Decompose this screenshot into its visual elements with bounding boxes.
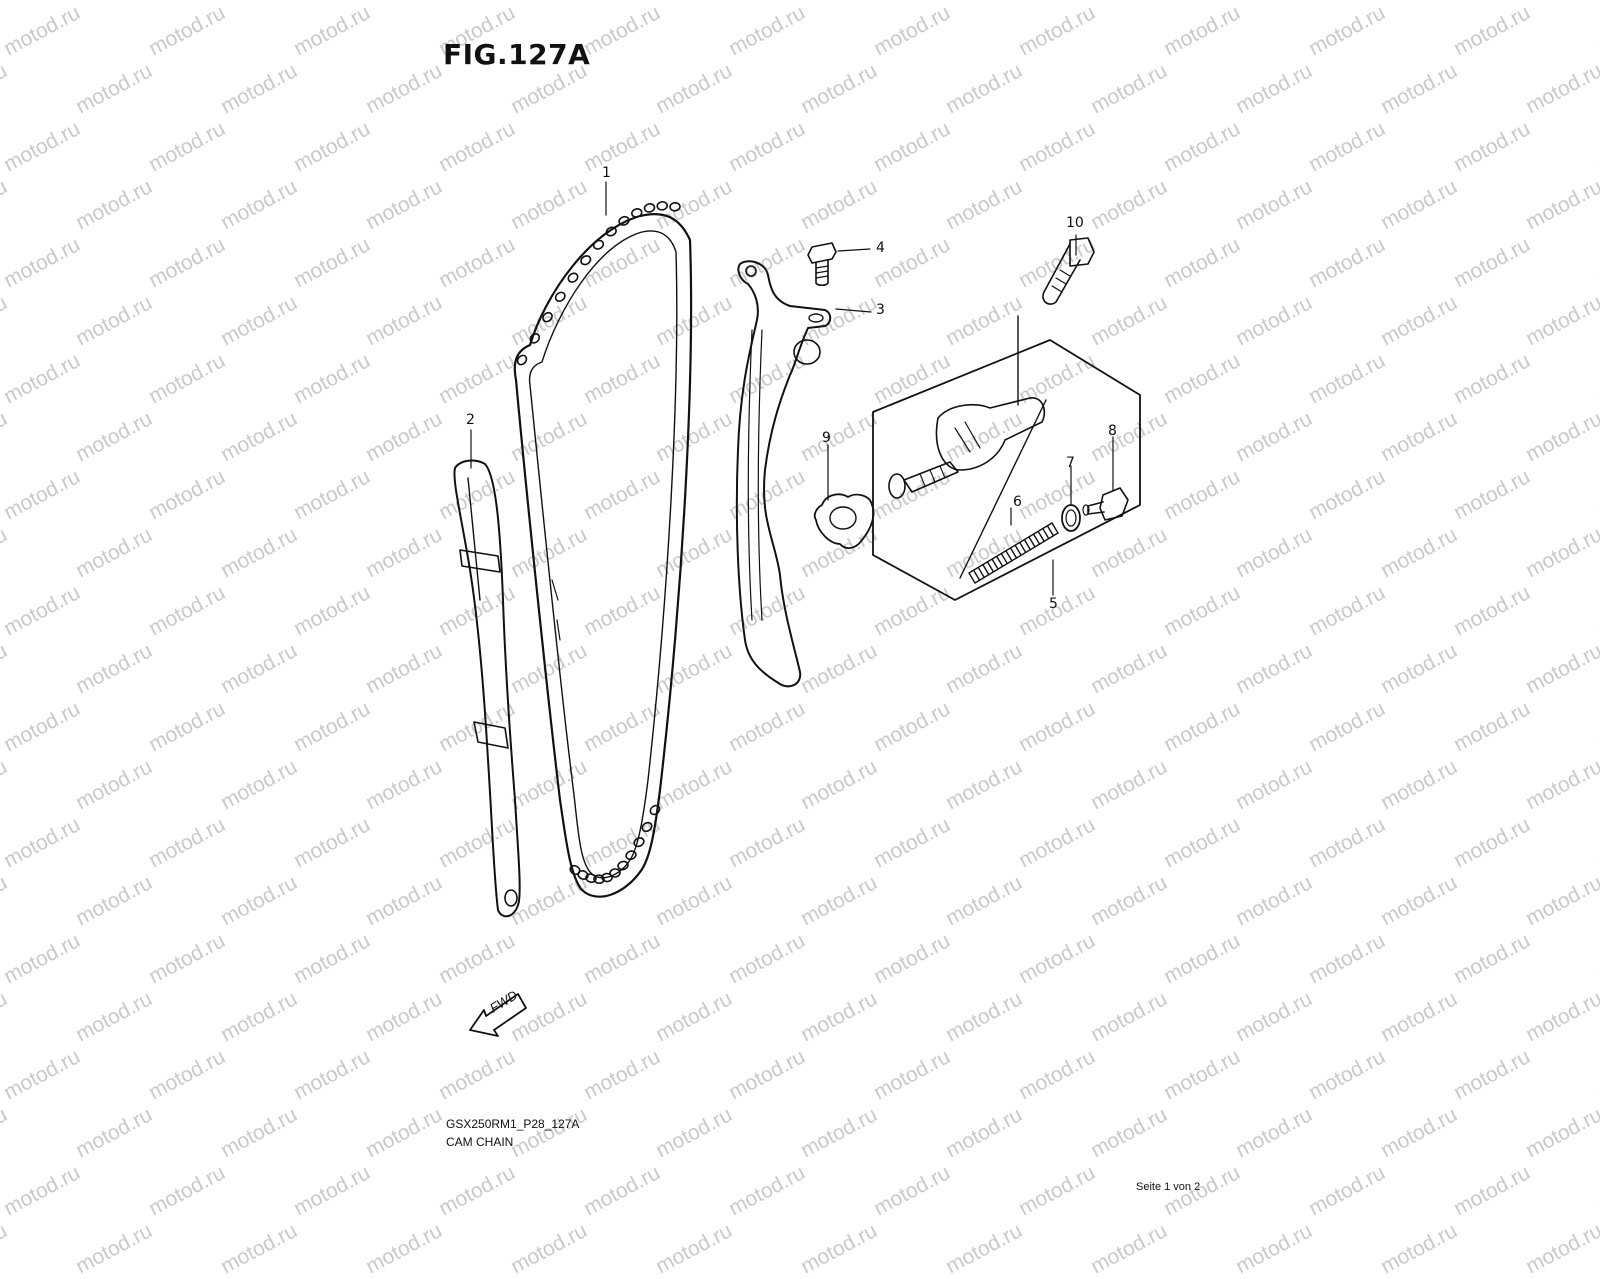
callout-9: 9 xyxy=(822,430,831,446)
chain-link xyxy=(656,201,669,211)
spring-outline xyxy=(968,522,1059,584)
chain-link xyxy=(542,311,553,323)
tensioner-blade xyxy=(735,260,832,688)
spring-coil xyxy=(991,558,999,570)
cam-chain xyxy=(513,201,693,898)
spring-coil xyxy=(972,569,981,581)
chain-link xyxy=(669,201,681,212)
spring-coil xyxy=(995,555,1004,568)
bolt xyxy=(807,242,837,287)
watermark-text: motod.ru xyxy=(652,1219,736,1279)
chain-link xyxy=(585,873,597,884)
gasket xyxy=(813,493,875,549)
callout-8: 8 xyxy=(1108,423,1117,439)
chain-link xyxy=(580,255,592,266)
spring xyxy=(968,522,1059,584)
tensioner-assembly xyxy=(872,339,1141,601)
spring-coil xyxy=(1032,533,1041,545)
callout-5: 5 xyxy=(1049,596,1058,612)
spring-coil xyxy=(977,566,985,579)
watermark-text: motod.ru xyxy=(1522,1219,1600,1279)
callout-10: 10 xyxy=(1066,215,1084,231)
callout-4: 4 xyxy=(876,240,885,256)
watermark-text: motod.ru xyxy=(1232,1219,1316,1279)
cam-chain-diagram xyxy=(453,181,1141,1037)
model-code: GSX250RM1_P28_127A xyxy=(446,1117,580,1131)
chain-link xyxy=(625,850,637,861)
chain-link xyxy=(601,872,613,883)
spring-coil xyxy=(986,561,995,573)
chain-link xyxy=(649,804,661,816)
chain-link xyxy=(617,860,629,871)
bolt-long xyxy=(1017,237,1095,406)
chain-link xyxy=(641,821,653,833)
spring-coil xyxy=(1005,550,1013,562)
callout-2: 2 xyxy=(466,412,475,428)
callout-7: 7 xyxy=(1066,455,1075,471)
chain-link xyxy=(554,291,566,303)
spring-coil xyxy=(1014,544,1022,556)
spring-coil xyxy=(1051,522,1059,534)
fwd-arrow-icon xyxy=(469,993,527,1037)
plug-bolt xyxy=(1082,487,1129,521)
chain-link xyxy=(529,333,541,344)
watermark-text: motod.ru xyxy=(0,1219,11,1279)
spring-coil xyxy=(1042,527,1050,540)
chain-link xyxy=(605,226,617,237)
figure-title: FIG.127A xyxy=(443,38,591,71)
callout-6: 6 xyxy=(1013,494,1022,510)
chain-guide xyxy=(453,459,521,918)
spring-coil xyxy=(1046,525,1055,537)
chain-link xyxy=(567,272,579,283)
o-ring xyxy=(1061,504,1081,532)
callout-3: 3 xyxy=(876,302,885,318)
section-name: CAM CHAIN xyxy=(446,1135,514,1149)
chain-link xyxy=(643,203,656,213)
watermark-text: motod.ru xyxy=(507,1219,591,1279)
spring-coil xyxy=(1023,538,1032,551)
page-indicator: Seite 1 von 2 xyxy=(1136,1181,1201,1193)
leader-lines xyxy=(470,181,1114,596)
spring-coil xyxy=(1000,552,1008,565)
watermark-text: motod.ru xyxy=(72,1219,156,1279)
watermark-text: motod.ru xyxy=(797,1219,881,1279)
watermark-text: motod.ru xyxy=(217,1219,301,1279)
callout-1: 1 xyxy=(602,165,611,181)
chain-link xyxy=(516,354,528,366)
spring-coil xyxy=(1009,547,1018,559)
spring-coil xyxy=(1019,541,1027,554)
chain-link xyxy=(618,215,630,226)
chain-link xyxy=(577,869,589,880)
watermark-text: motod.ru xyxy=(942,1219,1026,1279)
chain-link xyxy=(633,837,645,848)
spring-coil xyxy=(1037,530,1045,543)
chain-link xyxy=(631,208,643,218)
spring-coil xyxy=(968,572,976,584)
chain-link xyxy=(592,239,605,250)
spring-coil xyxy=(1028,536,1036,548)
watermark-text: motod.ru xyxy=(1087,1219,1171,1279)
watermark-text: motod.ru xyxy=(362,1219,446,1279)
watermark-text: motod.ru xyxy=(1377,1219,1461,1279)
chain-link xyxy=(609,868,621,878)
spring-coil xyxy=(982,563,990,576)
